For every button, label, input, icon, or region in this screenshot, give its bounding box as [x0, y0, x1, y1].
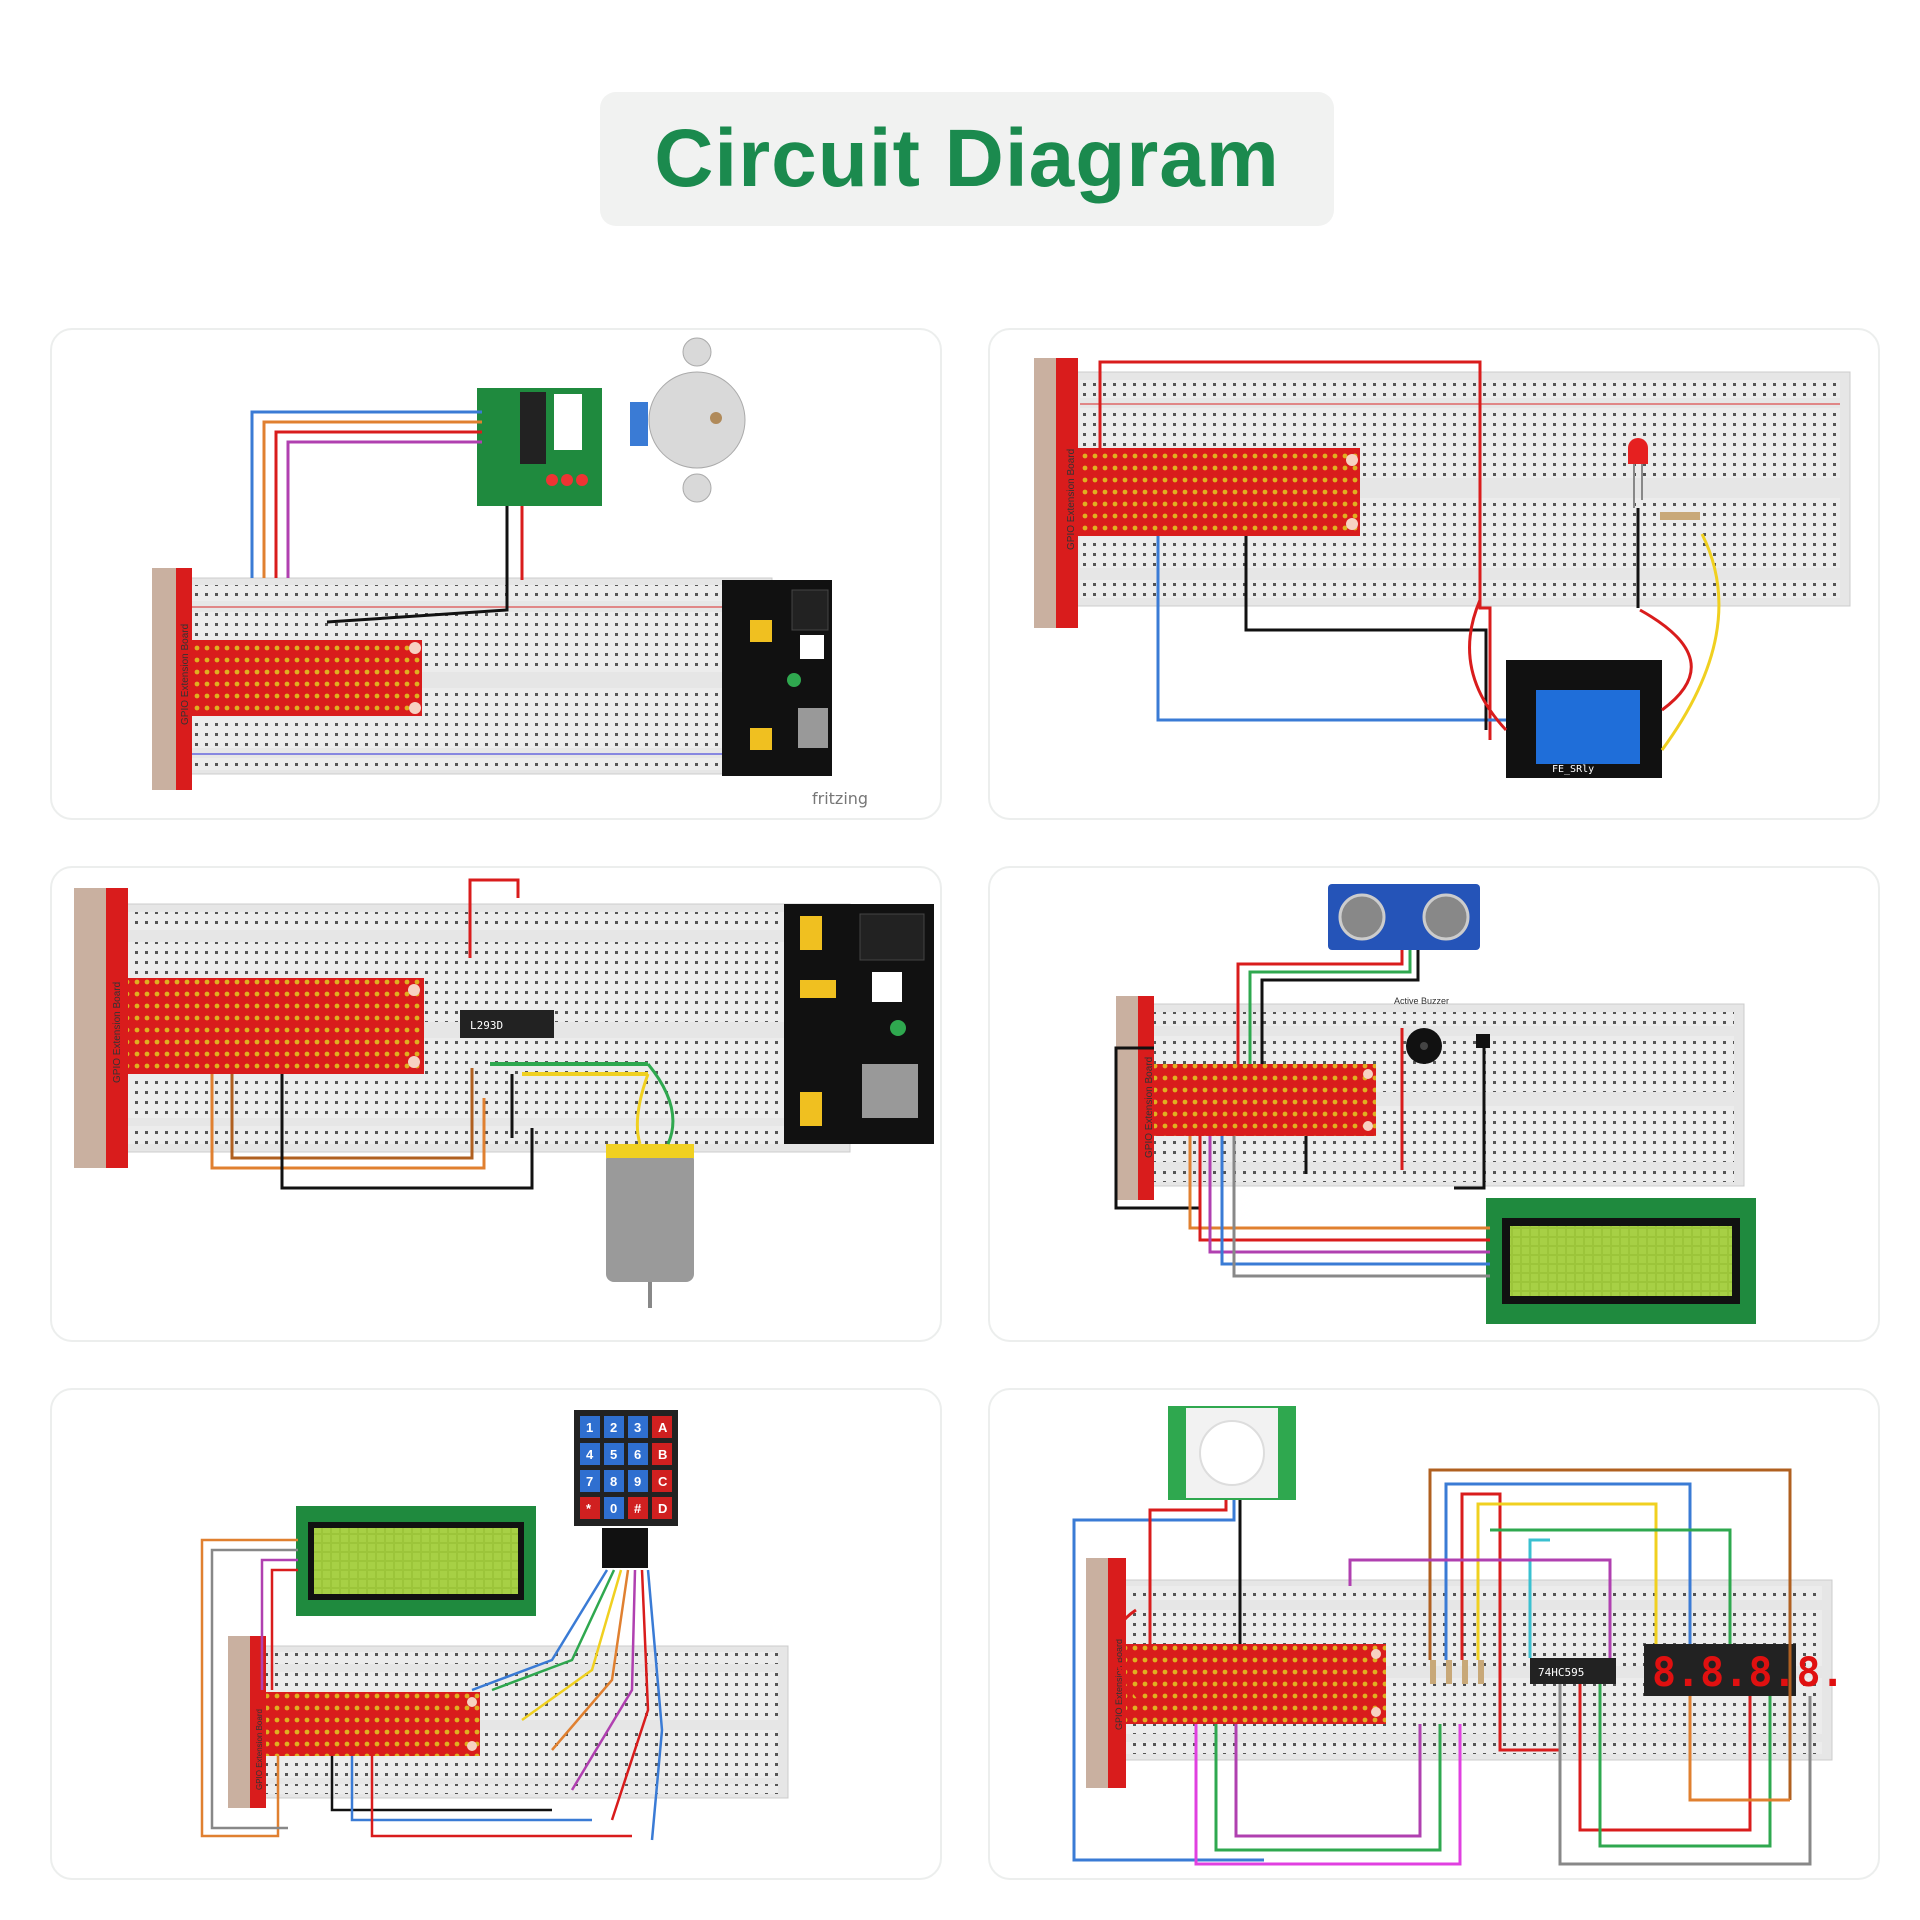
keypad-key-label: A: [658, 1420, 668, 1435]
gpio-extension-board: [128, 978, 424, 1074]
dc-motor: [606, 1152, 694, 1282]
gpio-extension-board: [1126, 1644, 1386, 1724]
seven-segment-display: [1644, 1644, 1796, 1696]
gpio-header: [152, 568, 176, 790]
keypad-key-label: *: [586, 1501, 592, 1516]
l293d-chip: [460, 1010, 554, 1038]
chip-label: 74HC595: [1538, 1666, 1584, 1679]
keypad-key: [628, 1497, 648, 1519]
resistor: [1660, 512, 1700, 520]
keypad-key: [604, 1443, 624, 1465]
stepper-motor: [648, 371, 746, 469]
keypad-key-label: 1: [586, 1420, 593, 1435]
keypad-key-label: C: [658, 1474, 668, 1489]
keypad-key: [628, 1443, 648, 1465]
keypad-key-label: 2: [610, 1420, 617, 1435]
board-label: GPIO Extension Board: [180, 624, 191, 725]
keypad-key-label: 3: [634, 1420, 641, 1435]
board-label: GPIO Extension Board: [1066, 449, 1077, 550]
gpio-header: [1034, 358, 1060, 628]
board-label: GPIO Extension Board: [255, 1709, 264, 1790]
keypad-key-label: 9: [634, 1474, 641, 1489]
keypad-key: [652, 1443, 672, 1465]
board-label: GPIO Extension Board: [112, 982, 123, 1083]
keypad-key-label: 6: [634, 1447, 641, 1462]
keypad-key: [652, 1497, 672, 1519]
keypad-key-label: B: [658, 1447, 667, 1462]
gpio-header: [1086, 1558, 1108, 1788]
ultrasonic-circuit: GPIO Extension Board Active Buzzer: [1114, 884, 1756, 1324]
keypad-key: [652, 1470, 672, 1492]
transistor: [1476, 1034, 1490, 1048]
relay-circuit: GPIO Extension Board FE_SRly: [1034, 358, 1851, 778]
keypad-4x4: 1 2 3 A 4 5 6 B 7 8 9 C * 0 # D: [574, 1410, 678, 1568]
gpio-extension-board: [1154, 1064, 1376, 1136]
keypad-key: [604, 1470, 624, 1492]
keypad-key-label: 7: [586, 1474, 593, 1489]
keypad-key: [580, 1470, 600, 1492]
gpio-header: [1116, 996, 1138, 1200]
display-digits: 8.8.8.8.: [1652, 1650, 1845, 1696]
keypad-circuit: GPIO Extension Board 1 2 3 A 4 5 6 B 7 8 9 C * 0 # D: [200, 1410, 789, 1841]
panel-dc-motor: GPIO Extension Board L293D: [50, 866, 942, 1342]
buzzer-label: Active Buzzer: [1394, 996, 1449, 1006]
board-label: GPIO Extension Board: [1114, 1639, 1124, 1730]
gpio-extension-board: [192, 640, 422, 716]
pir-7segment-circuit: GPIO Extension Board 74HC595 8.8.8.8.: [1072, 1406, 1845, 1866]
74hc595-chip: [1530, 1658, 1616, 1684]
stepper-circuit: GPIO Extension Board fritzing: [152, 337, 868, 808]
keypad-key: [604, 1416, 624, 1438]
gpio-header: [228, 1636, 250, 1808]
panel-pir-7segment: GPIO Extension Board 74HC595 8.8.8.8.: [988, 1388, 1880, 1880]
keypad-key-label: 4: [586, 1447, 594, 1462]
panel-relay: GPIO Extension Board FE_SRly: [988, 328, 1880, 820]
keypad-key: [604, 1497, 624, 1519]
panel-stepper-motor: GPIO Extension Board fritzing: [50, 328, 942, 820]
keypad-key-label: #: [634, 1501, 642, 1516]
relay-label: FE_SRly: [1552, 764, 1594, 775]
gpio-extension-board: [1078, 448, 1360, 536]
keypad-key: [628, 1416, 648, 1438]
gpio-extension-board: [266, 1692, 480, 1756]
dc-motor-circuit: GPIO Extension Board L293D: [74, 878, 934, 1308]
resistor: [1430, 1660, 1436, 1684]
keypad-key: [580, 1443, 600, 1465]
gpio-header: [74, 888, 106, 1168]
page-title: Circuit Diagram: [654, 113, 1280, 204]
title-box: Circuit Diagram: [600, 92, 1334, 226]
keypad-key-label: D: [658, 1501, 667, 1516]
panel-ultrasonic: GPIO Extension Board Active Buzzer: [988, 866, 1880, 1342]
keypad-key: [580, 1416, 600, 1438]
keypad-key-label: 0: [610, 1501, 617, 1516]
keypad-key: [628, 1470, 648, 1492]
board-label: GPIO Extension Board: [1144, 1057, 1155, 1158]
chip-label: L293D: [470, 1019, 503, 1032]
fritzing-watermark: fritzing: [812, 789, 868, 808]
keypad-key-label: 8: [610, 1474, 617, 1489]
panel-keypad: GPIO Extension Board 1 2 3 A 4 5 6 B 7 8 9 C * 0 # D: [50, 1388, 942, 1880]
keypad-key: [652, 1416, 672, 1438]
keypad-key-label: 5: [610, 1447, 617, 1462]
keypad-key: [580, 1497, 600, 1519]
